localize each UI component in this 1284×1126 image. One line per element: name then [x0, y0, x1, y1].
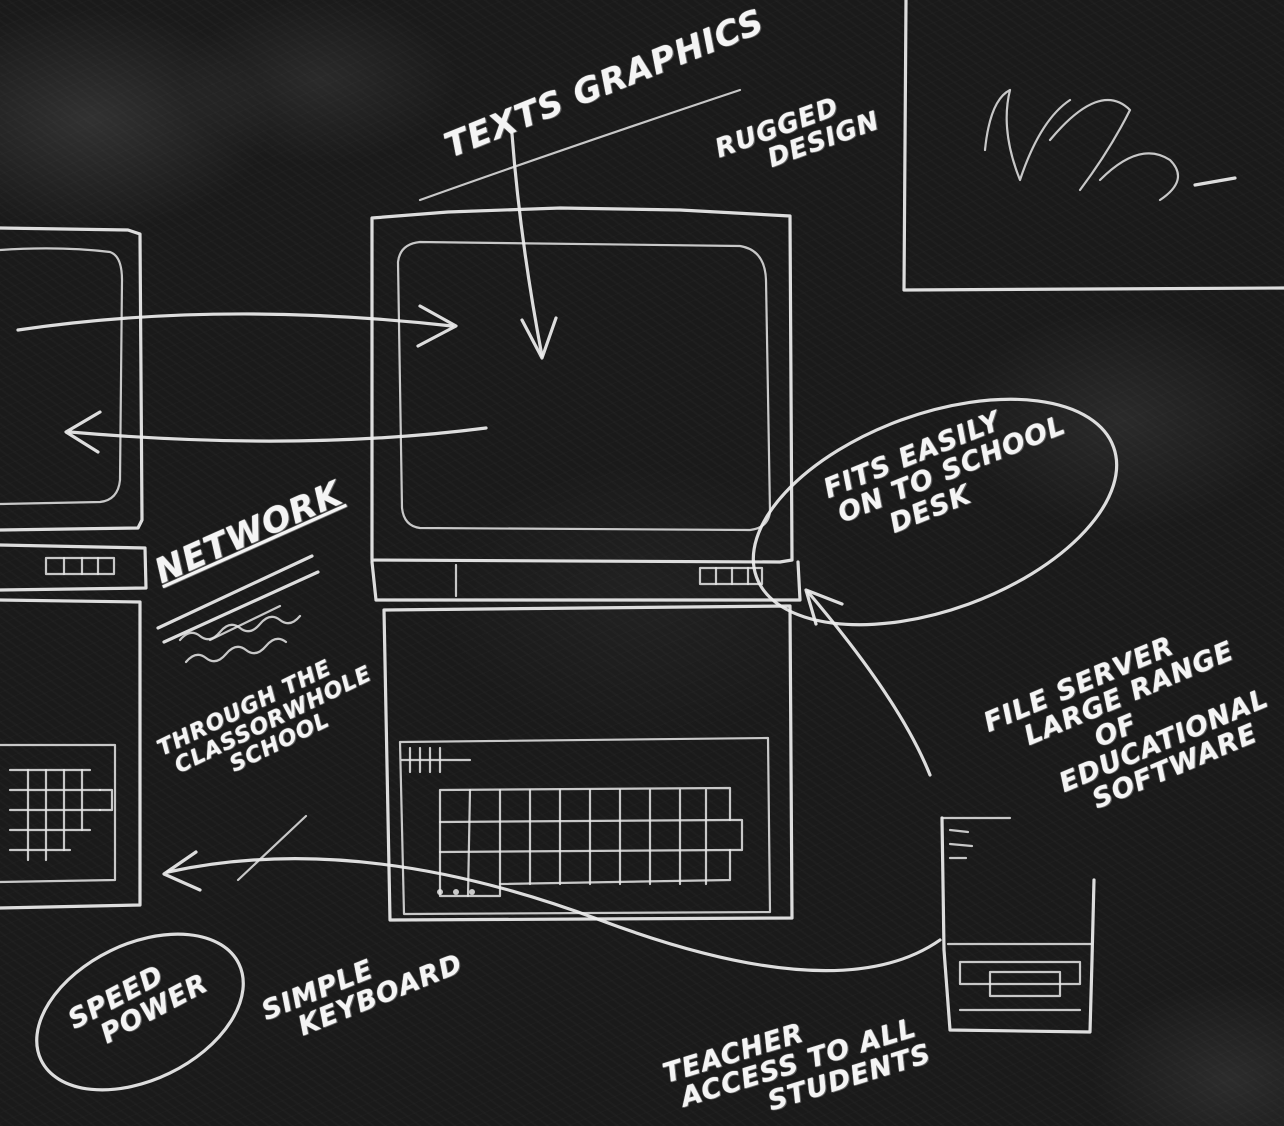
- arrow-network-right: [18, 314, 452, 330]
- arrow-texts-to-screen: [512, 134, 542, 356]
- arrow-network-left: [70, 428, 486, 441]
- arrow-teacher-access: [168, 859, 940, 971]
- file-server-sketch: [942, 818, 1094, 1032]
- right-board-panel: [904, 0, 1284, 290]
